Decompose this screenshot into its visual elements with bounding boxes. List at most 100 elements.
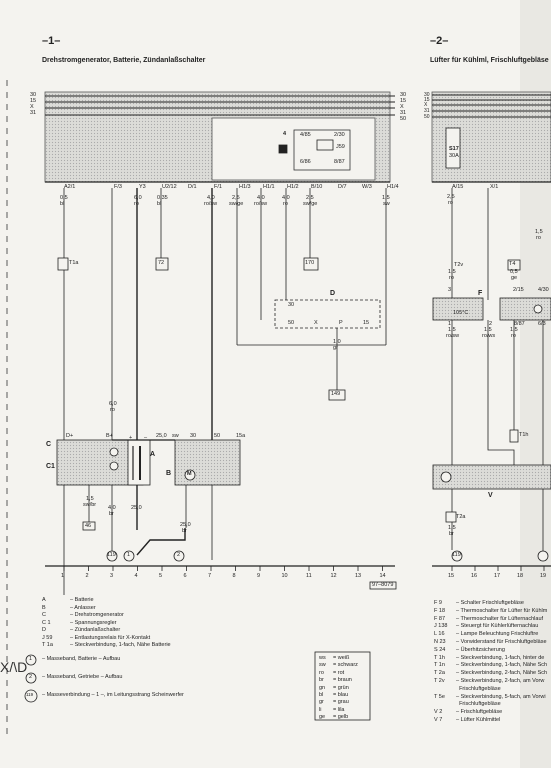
component-f: F (478, 290, 483, 297)
wire-size: 0,5 (60, 195, 68, 201)
track-number: 11 (306, 573, 312, 579)
color-row: br= braun (319, 677, 352, 684)
relay-pin: 8/87 (334, 159, 345, 165)
ground2-119 (451, 550, 463, 562)
track-number: 4 (134, 573, 138, 579)
legend2-item: V 7– Lüfter Kühlmittel (434, 716, 501, 723)
color-row: gn= grün (319, 684, 349, 691)
wire-size: 6,0 (109, 401, 117, 407)
legend2-item: F 87– Thermoschalter für Lüfternachlauf (434, 615, 544, 622)
wire-color: ge (511, 275, 518, 281)
legend2-item: S 24– Überhitzsicherung (434, 646, 505, 653)
color-row: gr= grau (319, 699, 349, 706)
legend2-item: L 16– Lampe Beleuchtung Frischluftre (434, 631, 539, 638)
legend-ground-119-symbol (24, 689, 38, 703)
connector-label: H1/3 (239, 184, 251, 190)
legend2-item: T 2v– Steckverbindung, 2-fach, am Vorw (434, 677, 545, 684)
track-number: 18 (517, 573, 524, 579)
ref-t2v: T2v (454, 262, 464, 268)
legend2-item: Frischluftgebläse (459, 701, 501, 708)
battery-minus: – (144, 435, 148, 441)
wire-size: 1,5 (86, 496, 94, 502)
ref-label: 170 (305, 260, 315, 266)
wire-size: 4,0 (108, 505, 116, 511)
ref-149 (328, 389, 346, 401)
component-c1: C1 (46, 463, 55, 470)
legend2-item: V 2– Frischluftgebläse (434, 709, 503, 716)
legend2-item: J 138– Steuergt für Kühlerlüfternachlau (434, 623, 539, 630)
page2-title: Lüfter für Kühlml, Frischluftgebläse (430, 57, 549, 64)
ref-170 (303, 257, 319, 271)
track-number: 9 (257, 573, 261, 579)
track-number: 2 (85, 573, 89, 579)
track-number: 19 (540, 573, 547, 579)
ref-t4-label: T4 (509, 261, 516, 267)
switch-d-label: D (330, 290, 336, 297)
wire-size: 1,5 (510, 327, 518, 333)
legend2-item: T 1h– Steckverbindung, 1-fach, hinter de (434, 654, 545, 661)
switch-pin: P (339, 320, 343, 326)
legend2-list: F 9– Schalter Frischluftgebläse F 18– Th… (434, 600, 547, 725)
pin-label: 1 (448, 321, 452, 327)
switch-pin: 50 (288, 320, 295, 326)
switch-pin: 15 (363, 320, 370, 326)
wire-size: 6,0 (134, 195, 142, 201)
control-unit-symbol (533, 304, 543, 314)
wire-color: bl (60, 201, 65, 207)
relay-id: J59 (336, 144, 345, 150)
connector-label: F/3 (114, 184, 122, 190)
wire-color: ro (449, 275, 454, 281)
legend-ground-2-symbol (25, 672, 37, 684)
legend-item: C– Drehstromgenerator (42, 612, 124, 618)
color-row: sw= schwarz (319, 662, 358, 669)
relay-box-number: 4 (283, 131, 287, 137)
connector2-label: A/15 (452, 184, 464, 190)
legend-item: T 1a– Steckverbindung, 1-fach, Nähe Batt… (42, 642, 171, 648)
wire-color: br (449, 531, 454, 537)
wire-color: ro (283, 201, 288, 207)
legend-ground-1-symbol (25, 654, 37, 666)
bus-label: 15 (30, 98, 37, 104)
wire-size: 0,5 (510, 269, 518, 275)
track-number: 7 (208, 573, 212, 579)
component-v: V (488, 492, 493, 499)
relay-pin: 4/85 (300, 132, 311, 138)
ground2-right (537, 550, 549, 562)
wire-size: 0,35 (157, 195, 168, 201)
pin-label: 8/87 (514, 321, 525, 327)
legend2-item: N 23– Vorwiderstand für Frischluftgebläs… (434, 638, 547, 645)
wire-size: 25,0 (180, 522, 191, 528)
ref-46 (82, 521, 96, 531)
bus-label: X (30, 104, 34, 110)
terminal-b-plus: B+ (106, 433, 113, 439)
bus-label-right: X (400, 104, 404, 110)
track-number: 10 (281, 573, 288, 579)
wire-color: sw/br (83, 502, 97, 508)
bus2-label: 30 (424, 92, 430, 98)
motor-label: M (187, 471, 192, 477)
page1-title: Drehstromgenerator, Batterie, Zündanlaßs… (42, 57, 206, 64)
bus-label-right: 30 (400, 92, 407, 98)
wire-color: ro (134, 201, 139, 207)
legend-item: C 1– Spannungsregler (42, 619, 117, 626)
wire-size: 25,0 (156, 433, 167, 439)
legend-item: B– Anlasser (42, 604, 96, 611)
wire-ground-band (136, 528, 186, 556)
generator-symbol (109, 447, 119, 457)
track-number: 3 (110, 573, 114, 579)
color-table-box (314, 651, 371, 721)
fuse-rating: 30A (449, 153, 459, 159)
color-table: ws= weiß sw= schwarz ro= rot br= braun g… (319, 655, 358, 722)
connector-label: A2/1 (64, 184, 76, 190)
margin-mark: X/\D (0, 659, 28, 675)
wire-color: ro (536, 235, 541, 241)
bus2-label: 50 (424, 114, 430, 120)
wire-color: sw/ge (229, 201, 244, 207)
pin-label: 2/15 (513, 287, 524, 293)
wire-size: 1,5 (484, 327, 492, 333)
ground-119 (106, 550, 118, 562)
component-c: C (46, 441, 52, 448)
ref-label: 119 (107, 552, 116, 558)
